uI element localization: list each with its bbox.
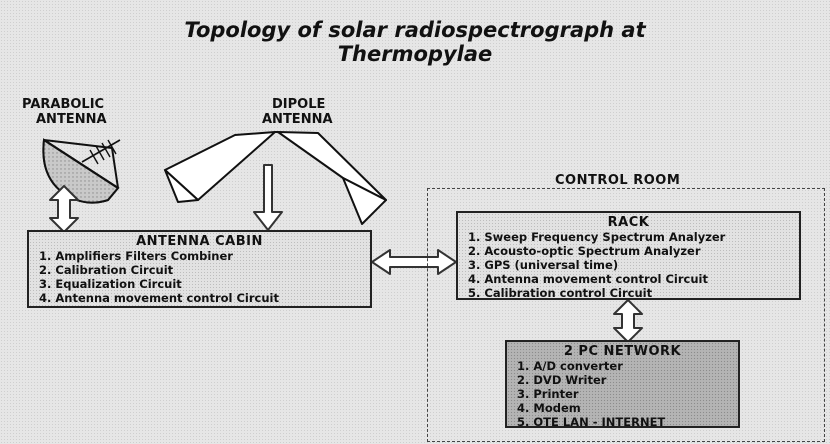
rack-item: 3. GPS (universal time) — [468, 258, 619, 272]
rack-title: RACK — [607, 215, 650, 230]
control-room-label: CONTROL ROOM — [555, 173, 681, 188]
rack-item: 5. Calibration control Circuit — [468, 286, 653, 300]
antenna-cabin-title: ANTENNA CABIN — [136, 234, 263, 249]
rack-item: 2. Acousto-optic Spectrum Analyzer — [468, 244, 701, 258]
antenna-cabin-box: ANTENNA CABIN 1. Amplifiers Filters Comb… — [27, 230, 372, 308]
pc-network-item: 4. Modem — [517, 401, 581, 415]
diagram-title-line1: Topology of solar radiospectrograph at — [184, 18, 646, 42]
dipole-antenna-label-line2: ANTENNA — [262, 112, 333, 127]
pc-network-item: 3. Printer — [517, 387, 579, 401]
parabolic-antenna-label: PARABOLIC ANTENNA — [22, 97, 107, 127]
dipole-antenna-label: DIPOLE ANTENNA — [262, 97, 333, 127]
control-room-region — [427, 188, 825, 442]
rack-item: 1. Sweep Frequency Spectrum Analyzer — [468, 230, 726, 244]
antenna-cabin-item: 4. Antenna movement control Circuit — [39, 291, 279, 305]
parabolic-antenna-label-line2: ANTENNA — [36, 112, 107, 127]
antenna-cabin-item: 3. Equalization Circuit — [39, 277, 182, 291]
antenna-cabin-item: 1. Amplifiers Filters Combiner — [39, 249, 233, 263]
antenna-cabin-item: 2. Calibration Circuit — [39, 263, 174, 277]
pc-network-title: 2 PC NETWORK — [563, 344, 682, 359]
parabolic-antenna-label-line1: PARABOLIC — [22, 97, 105, 112]
parabolic-antenna-icon — [42, 138, 121, 204]
dipole-to-cabin-arrow — [253, 164, 283, 231]
pc-network-box: 2 PC NETWORK 1. A/D converter 2. DVD Wri… — [505, 340, 740, 429]
pc-network-item: 1. A/D converter — [517, 359, 623, 373]
diagram-title-line2: Thermopylae — [337, 42, 493, 66]
dipole-antenna-icon — [164, 131, 387, 225]
rack-box: RACK 1. Sweep Frequency Spectrum Analyze… — [456, 211, 801, 300]
rack-item: 4. Antenna movement control Circuit — [468, 272, 708, 286]
pc-network-item: 2. DVD Writer — [517, 373, 607, 387]
pc-network-item: 5. OTE LAN - INTERNET — [517, 415, 666, 429]
dipole-antenna-label-line1: DIPOLE — [272, 97, 326, 112]
